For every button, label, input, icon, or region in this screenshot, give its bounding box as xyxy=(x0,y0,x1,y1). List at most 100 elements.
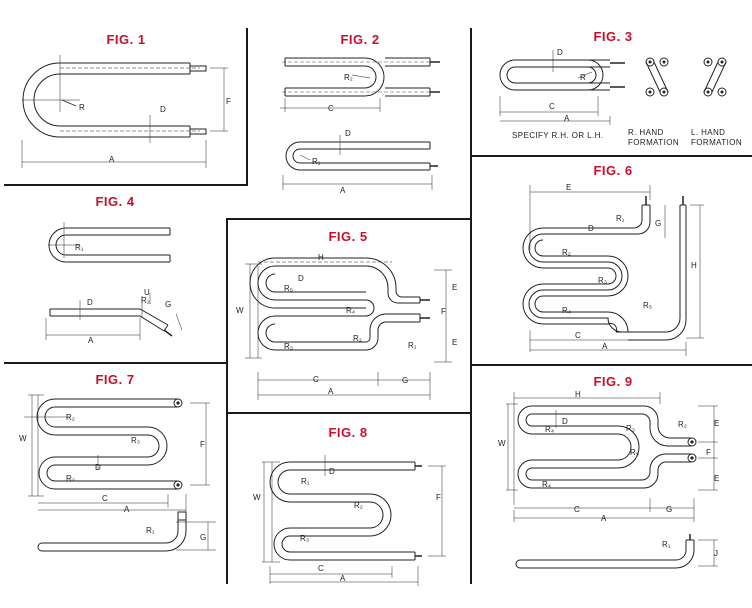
fig7-label-r3: R₃ xyxy=(131,436,140,445)
fig8-label-r2: R₂ xyxy=(354,501,363,510)
fig6-label-r1: R₁ xyxy=(616,214,625,223)
fig7-label-r2a: R₂ xyxy=(66,413,75,422)
figure-title: FIG. 5 xyxy=(328,229,368,244)
fig4-label-g: G xyxy=(165,300,171,309)
fig6-label-r2: R₂ xyxy=(562,248,571,257)
fig5-label-a: A xyxy=(328,387,334,396)
fig9-label-r1: R₁ xyxy=(662,540,671,549)
fig6-label-e: E xyxy=(566,183,571,192)
fig4-label-r2: R₂ xyxy=(141,296,150,305)
fig7-label-w: W xyxy=(19,434,27,443)
fig1-label-d: D xyxy=(160,105,166,114)
fig5-label-d: D xyxy=(298,274,304,283)
fig8-label-a: A xyxy=(340,574,346,583)
fig8-label-r3: R₃ xyxy=(300,534,309,543)
fig5-label-c: C xyxy=(313,375,319,384)
panel-divider xyxy=(470,364,752,366)
fig9-label-j: J xyxy=(714,549,718,558)
fig9-label-f: F xyxy=(706,448,711,457)
fig6-label-r3: R₃ xyxy=(598,276,607,285)
fig1-label-r: R xyxy=(79,103,85,112)
fig9-label-r5: R₅ xyxy=(630,448,639,457)
figure-title: FIG. 3 xyxy=(593,29,633,44)
fig4-label-a: A xyxy=(88,336,94,345)
fig9-label-c: C xyxy=(574,505,580,514)
fig3-label-d: D xyxy=(557,48,563,57)
fig7-label-d: D xyxy=(95,463,101,472)
panel-divider xyxy=(470,28,472,368)
fig5-label-r1: R₁ xyxy=(408,341,417,350)
figure-title: FIG. 6 xyxy=(593,163,633,178)
fig5-label-r3: R₃ xyxy=(284,342,293,351)
fig8-label-r1: R₁ xyxy=(301,477,310,486)
fig9-label-g: G xyxy=(666,505,672,514)
fig2-label-a: A xyxy=(340,186,346,195)
fig5-label-e1: E xyxy=(452,283,457,292)
panel-divider xyxy=(4,184,248,186)
figure-title: FIG. 1 xyxy=(106,32,146,47)
panel-divider xyxy=(226,412,472,414)
fig6-label-c: C xyxy=(575,331,581,340)
fig6-label-a: A xyxy=(602,342,608,351)
fig7-label-c: C xyxy=(102,494,108,503)
fig4-label-d: D xyxy=(87,298,93,307)
figure-title: FIG. 2 xyxy=(340,32,380,47)
fig1-label-f: F xyxy=(226,97,231,106)
fig3-label-r: R xyxy=(580,73,586,82)
fig9-label-e2: E xyxy=(714,474,719,483)
fig9-label-r3: R₃ xyxy=(626,424,635,433)
fig6-label-g: G xyxy=(655,219,661,228)
fig9-label-r4a: R₄ xyxy=(545,425,554,434)
figure-title: FIG. 4 xyxy=(95,194,135,209)
fig9-label-w: W xyxy=(498,439,506,448)
figure-title: FIG. 8 xyxy=(328,425,368,440)
fig3-r-formation: FORMATION xyxy=(628,138,680,147)
fig4-label-u: U xyxy=(144,288,150,297)
fig8-label-w: W xyxy=(253,493,261,502)
figure-title: FIG. 9 xyxy=(593,374,633,389)
fig2-label-d: D xyxy=(345,129,351,138)
fig5-label-e2: E xyxy=(452,338,457,347)
fig7-label-r1: R₁ xyxy=(146,526,155,535)
panel-divider xyxy=(4,362,228,364)
fig3-label-a: A xyxy=(564,114,570,123)
fig2-label-c: C xyxy=(328,104,334,113)
fig5-label-f: F xyxy=(441,307,446,316)
figure-title: FIG. 7 xyxy=(95,372,135,387)
fig1-label-a: A xyxy=(109,155,115,164)
fig3-label-c: C xyxy=(549,102,555,111)
fig5-label-r2: R₂ xyxy=(353,334,362,343)
fig5-label-r4: R₄ xyxy=(346,306,355,315)
panel-divider xyxy=(226,218,472,220)
panel-divider xyxy=(246,28,248,186)
fig7-label-a: A xyxy=(124,505,130,514)
fig6-label-d: D xyxy=(588,224,594,233)
fig8-label-f: F xyxy=(436,493,441,502)
fig3-l-formation: FORMATION xyxy=(691,138,743,147)
fig5-label-r5: R₅ xyxy=(284,284,293,293)
fig2-label-r2: R₂ xyxy=(344,73,353,82)
fig6-label-h: H xyxy=(691,261,697,270)
fig8-label-c: C xyxy=(318,564,324,573)
fig4-label-r1: R₁ xyxy=(75,243,84,252)
fig9-label-h: H xyxy=(575,390,581,399)
panel-divider xyxy=(470,364,472,584)
fig9-label-e1: E xyxy=(714,419,719,428)
fig7-label-g: G xyxy=(200,533,206,542)
fig5-label-g: G xyxy=(402,376,408,385)
fig9-label-d: D xyxy=(562,417,568,426)
fig7-label-r2b: R₂ xyxy=(66,474,75,483)
fig5-label-w: W xyxy=(236,306,244,315)
fig5-label-h: H xyxy=(318,253,324,262)
fig7-label-f: F xyxy=(200,440,205,449)
fig2-label-r1: R₁ xyxy=(312,157,321,166)
fig6-label-r4: R₄ xyxy=(562,306,571,315)
